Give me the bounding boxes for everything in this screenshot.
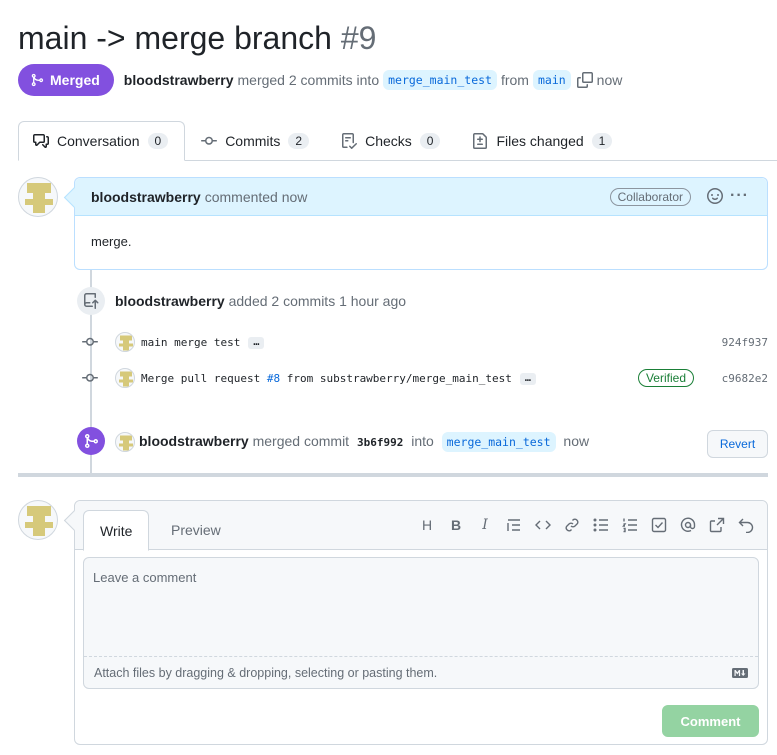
markdown-toolbar: H B I	[418, 516, 755, 534]
commits-event-text: added 2 commits 1 hour ago	[228, 293, 407, 309]
git-commit-icon	[82, 334, 98, 350]
avatar[interactable]	[18, 177, 58, 217]
merge-commit-sha-link[interactable]: 3b6f992	[356, 436, 404, 449]
timeline-divider	[18, 473, 768, 477]
tab-conversation-count: 0	[147, 133, 169, 149]
new-comment-form: Write Preview H B I Leave a comment Atta…	[74, 500, 768, 745]
mention-icon[interactable]	[679, 516, 697, 534]
unordered-list-icon[interactable]	[592, 516, 610, 534]
ordered-list-icon[interactable]	[621, 516, 639, 534]
file-diff-icon	[473, 133, 488, 149]
smiley-icon[interactable]	[707, 188, 723, 204]
list-item: Merge pull request #8 from substrawberry…	[82, 367, 768, 389]
merge-event-text: merged commit	[252, 433, 350, 449]
comment-action[interactable]: commented now	[204, 188, 308, 205]
comment-author-link[interactable]: bloodstrawberry	[91, 188, 201, 205]
pr-summary: merged 2 commits into	[237, 72, 380, 88]
task-list-icon[interactable]	[650, 516, 668, 534]
merge-event-author-link[interactable]: bloodstrawberry	[139, 433, 249, 449]
merge-icon	[31, 73, 44, 87]
tab-commits-count: 2	[288, 133, 310, 149]
git-commit-icon	[201, 136, 218, 145]
pr-time: now	[596, 72, 623, 88]
verified-badge[interactable]: Verified	[637, 369, 694, 387]
tab-files-changed-label: Files changed	[496, 133, 584, 149]
tab-files-changed-count: 1	[591, 133, 613, 149]
comment-card: bloodstrawberry commented now Collaborat…	[74, 177, 768, 270]
editor-header: Write Preview H B I	[75, 501, 767, 551]
comment-header: bloodstrawberry commented now Collaborat…	[75, 178, 767, 216]
link-icon[interactable]	[563, 516, 581, 534]
comment-placeholder: Leave a comment	[93, 570, 197, 585]
base-branch-link[interactable]: merge_main_test	[383, 70, 497, 90]
pr-tabs: Conversation 0 Commits 2 Checks 0 Files …	[18, 121, 777, 161]
merge-event-time: now	[563, 433, 590, 449]
markdown-icon[interactable]	[732, 667, 748, 681]
commits-event-author-link[interactable]: bloodstrawberry	[115, 293, 225, 309]
expand-commit-button[interactable]: …	[519, 372, 536, 385]
merge-into-word: into	[411, 433, 434, 449]
pull-request-link[interactable]: #8	[266, 371, 281, 385]
undo-icon[interactable]	[737, 516, 755, 534]
comment-submit-button[interactable]: Comment	[662, 705, 759, 737]
tab-files-changed[interactable]: Files changed 1	[456, 121, 628, 161]
italic-icon[interactable]: I	[482, 517, 488, 533]
commits-added-event: bloodstrawberry added 2 commits 1 hour a…	[115, 293, 406, 309]
comment-body: merge.	[91, 234, 132, 249]
tab-commits-label: Commits	[225, 133, 281, 149]
merged-status-label: Merged	[50, 72, 100, 88]
avatar[interactable]	[115, 332, 135, 352]
repo-push-icon	[77, 287, 105, 315]
commit-sha-link[interactable]: 924f937	[721, 335, 768, 349]
from-word: from	[500, 72, 529, 88]
code-icon[interactable]	[534, 516, 552, 534]
revert-button[interactable]: Revert	[707, 430, 768, 458]
timeline-line	[90, 270, 92, 473]
list-item: main merge test … 924f937	[82, 331, 768, 353]
quote-icon[interactable]	[505, 516, 523, 534]
checklist-icon	[342, 133, 358, 149]
tab-preview[interactable]: Preview	[171, 522, 221, 538]
pr-meta: Merged bloodstrawberry merged 2 commits …	[18, 64, 622, 96]
bold-icon[interactable]: B	[450, 517, 462, 533]
commit-message-link[interactable]: Merge pull request #8 from substrawberry…	[141, 372, 536, 385]
head-branch-link[interactable]: main	[532, 70, 571, 90]
merge-branch-link[interactable]: merge_main_test	[441, 432, 556, 452]
tab-checks[interactable]: Checks 0	[325, 121, 456, 161]
kebab-horizontal-icon[interactable]: ···	[730, 187, 749, 204]
pr-title: main -> merge branch	[18, 20, 332, 56]
avatar[interactable]	[18, 500, 58, 540]
page-title: main -> merge branch #9	[18, 18, 376, 58]
tab-conversation-label: Conversation	[57, 133, 140, 149]
merge-event-badge	[77, 427, 105, 455]
commit-message-suffix: from substrawberry/merge_main_test	[280, 371, 512, 385]
commit-message-prefix: Merge pull request	[141, 371, 267, 385]
git-commit-icon	[82, 370, 98, 386]
merged-status-badge: Merged	[18, 64, 114, 96]
tab-checks-count: 0	[419, 133, 441, 149]
pr-author-link[interactable]: bloodstrawberry	[123, 72, 234, 88]
commit-message-link[interactable]: main merge test …	[141, 335, 265, 349]
attach-files-area[interactable]: Attach files by dragging & dropping, sel…	[84, 656, 758, 688]
commit-message-text: main merge test	[141, 335, 241, 349]
merge-event: bloodstrawberry merged commit 3b6f992 in…	[139, 432, 590, 452]
avatar[interactable]	[115, 432, 135, 452]
tab-checks-label: Checks	[365, 133, 412, 149]
comment-textarea[interactable]: Leave a comment Attach files by dragging…	[83, 557, 759, 689]
merge-icon	[85, 434, 99, 448]
avatar[interactable]	[115, 368, 135, 388]
tab-conversation[interactable]: Conversation 0	[18, 121, 186, 161]
pr-number: #9	[340, 20, 377, 56]
commit-sha-link[interactable]: c9682e2	[721, 371, 768, 385]
copy-icon[interactable]	[576, 72, 593, 88]
expand-commit-button[interactable]: …	[248, 336, 265, 349]
attach-files-hint: Attach files by dragging & dropping, sel…	[94, 665, 438, 680]
tab-commits[interactable]: Commits 2	[185, 121, 325, 161]
heading-icon[interactable]: H	[421, 517, 433, 533]
comment-discussion-icon	[33, 134, 49, 148]
tab-write[interactable]: Write	[83, 510, 150, 551]
reference-icon[interactable]	[708, 516, 726, 534]
collaborator-badge: Collaborator	[609, 188, 691, 206]
